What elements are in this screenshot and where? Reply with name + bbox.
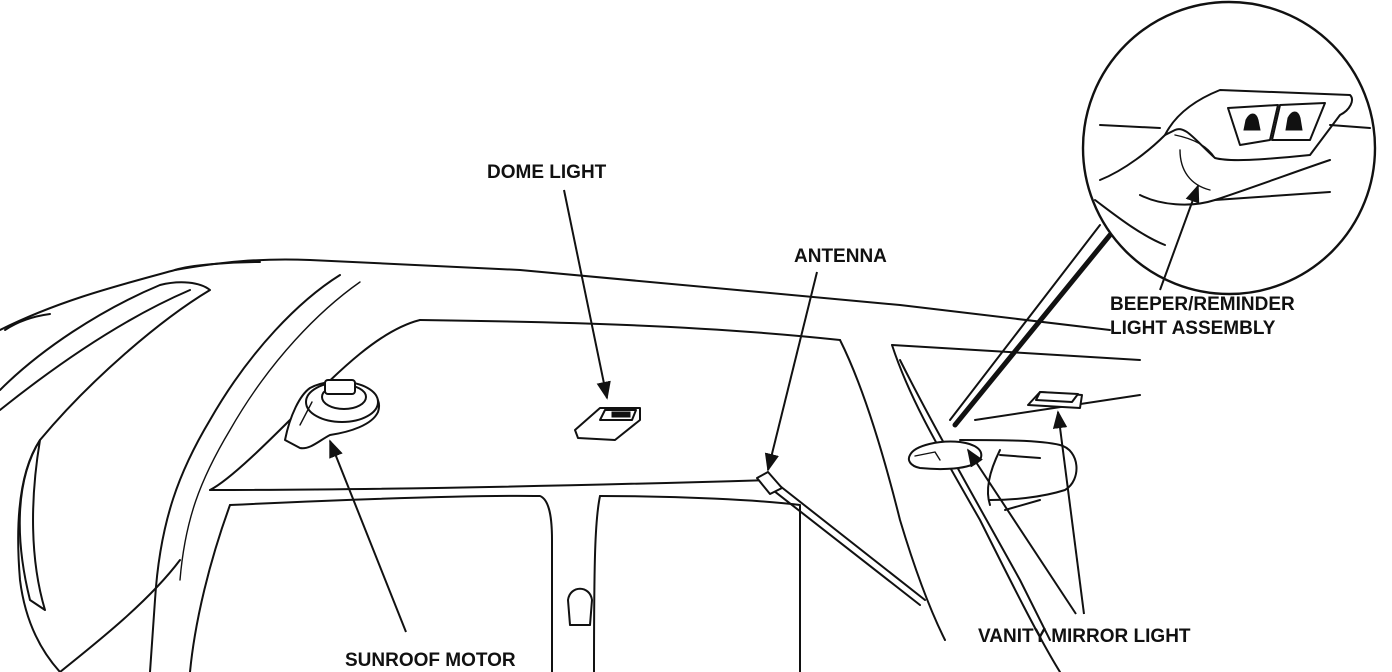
antenna-arrow [764, 271, 818, 472]
dome-light-arrow [563, 189, 611, 400]
beeper-label-line2: LIGHT ASSEMBLY [1110, 318, 1276, 339]
dome-light-label: DOME LIGHT [487, 162, 607, 183]
beeper-arrow [1159, 184, 1200, 291]
leader-arrows [329, 184, 1200, 633]
vanity-mirror-label: VANITY MIRROR LIGHT [978, 626, 1191, 647]
sunroof-motor-drawing [284, 379, 380, 450]
beeper-label-line1: BEEPER/REMINDER [1110, 294, 1295, 315]
inset-detail [949, 0, 1377, 428]
vanity-arrow-2 [967, 448, 1077, 615]
car-body-outline [0, 258, 1141, 672]
vanity-arrow-1 [1052, 410, 1085, 615]
sunroof-motor-arrow [329, 439, 407, 633]
antenna-label: ANTENNA [794, 246, 887, 267]
dome-light-drawing [574, 407, 641, 441]
sunroof-motor-label: SUNROOF MOTOR [345, 650, 516, 671]
